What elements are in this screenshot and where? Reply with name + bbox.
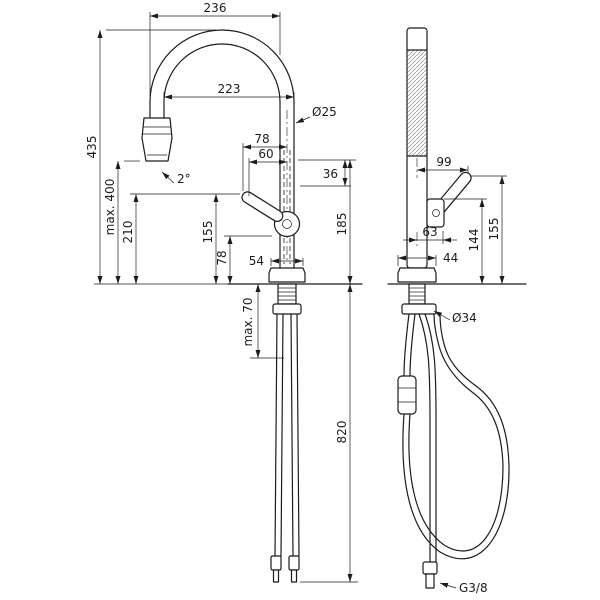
dim-angle-2deg: 2° — [161, 171, 191, 186]
dim-36-label: 36 — [323, 167, 338, 181]
dim-155-side: 155 — [470, 175, 507, 284]
dim-210: 210 — [121, 193, 240, 284]
dim-144-label: 144 — [467, 229, 481, 252]
mounting-shank — [277, 283, 297, 305]
dim-155-front-label: 155 — [201, 221, 215, 244]
dim-g38: G3/8 — [439, 581, 488, 595]
dim-60-label: 60 — [258, 147, 273, 161]
handle-pivot — [432, 209, 440, 217]
front-view-faucet — [141, 29, 363, 583]
dim-44-label: 44 — [443, 251, 458, 265]
dim-max400-label: max. 400 — [103, 179, 117, 236]
pullout-hose — [409, 313, 416, 377]
spray-grip-texture — [406, 49, 428, 157]
supply-hose-fitting — [288, 555, 300, 571]
dim-44: 44 — [397, 251, 458, 266]
supply-hose-side — [424, 313, 437, 563]
mounting-nut — [272, 303, 302, 315]
dim-36: 36 — [298, 159, 356, 187]
dim-d25-label: Ø25 — [312, 105, 337, 119]
pullout-hose — [403, 313, 410, 377]
pullout-hose-loop — [408, 313, 504, 552]
dim-185: 185 — [335, 160, 353, 284]
base-escutcheon-side — [397, 267, 437, 283]
dim-78-top-label: 78 — [254, 132, 269, 146]
base-escutcheon — [268, 267, 306, 283]
dim-max70: max. 70 — [241, 284, 284, 359]
dim-155-front: 155 — [201, 194, 219, 284]
dim-236-label: 236 — [204, 1, 227, 15]
dim-236: 236 — [149, 1, 281, 96]
dim-820: 820 — [300, 284, 358, 583]
dim-78-top: 78 — [242, 132, 287, 191]
dim-78-front-lower-label: 78 — [215, 250, 229, 265]
hose-weight — [397, 375, 417, 415]
dim-185-label: 185 — [335, 213, 349, 236]
supply-hose-side — [418, 313, 431, 563]
dim-g38-label: G3/8 — [459, 581, 488, 595]
dim-99-label: 99 — [436, 155, 451, 169]
supply-fitting-side — [422, 561, 438, 575]
dim-max400: max. 400 — [103, 160, 140, 284]
dim-223-label: 223 — [218, 82, 241, 96]
pullout-hose-loop — [402, 313, 510, 560]
dim-54-label: 54 — [249, 254, 264, 268]
dim-d25: Ø25 — [295, 105, 337, 124]
dim-60: 60 — [248, 147, 287, 196]
dim-63-label: 63 — [422, 225, 437, 239]
dim-210-label: 210 — [121, 221, 135, 244]
handle-housing — [426, 198, 445, 228]
handle-lever — [241, 191, 284, 223]
supply-hose-fitting — [270, 555, 282, 571]
dim-max70-label: max. 70 — [241, 297, 255, 346]
dim-d34-label: Ø34 — [452, 311, 477, 325]
dim-435-label: 435 — [85, 136, 99, 159]
dim-820-label: 820 — [335, 421, 349, 444]
dim-angle-label: 2° — [177, 172, 191, 186]
dim-435: 435 — [85, 29, 228, 285]
mounting-shank-side — [408, 283, 426, 305]
supply-hose-end — [272, 569, 280, 583]
spray-head — [141, 117, 173, 162]
dim-d34: Ø34 — [433, 310, 477, 325]
side-view-faucet — [387, 27, 527, 589]
dim-78-front-lower: 78 — [215, 235, 272, 284]
mounting-nut-side — [401, 303, 437, 315]
dim-223: 223 — [163, 82, 295, 100]
dim-63: 63 — [403, 225, 457, 246]
dim-54: 54 — [249, 254, 304, 268]
dim-155-side-label: 155 — [487, 218, 501, 241]
dim-144: 144 — [444, 198, 487, 284]
supply-thread-end — [425, 573, 435, 589]
dim-99: 99 — [416, 155, 469, 178]
supply-hose-end — [290, 569, 298, 583]
